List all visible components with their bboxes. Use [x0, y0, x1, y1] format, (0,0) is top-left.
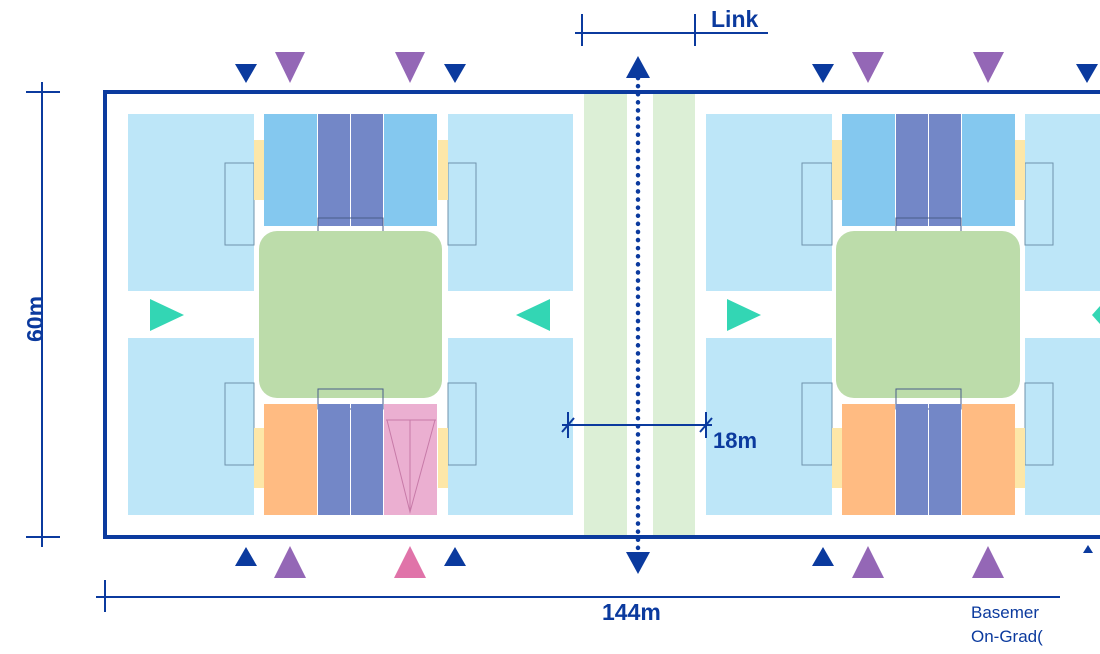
block-top-left: [706, 114, 832, 291]
width-label: 144m: [602, 599, 661, 625]
block-top-right: [1025, 114, 1100, 291]
courtyard: [259, 231, 442, 398]
corridor-strip-right: [653, 94, 695, 535]
corridor-dimension: [561, 412, 713, 438]
triangle-up-icon: [972, 546, 1004, 578]
top-unit-1: [264, 114, 317, 226]
triangle-up-icon: [235, 547, 257, 566]
top-unit-4: [384, 114, 437, 226]
arrow-up-icon: [626, 56, 650, 78]
block-top-right: [448, 114, 573, 291]
connector: [438, 140, 448, 200]
height-dimension: [26, 82, 60, 547]
arrow-down-icon: [626, 552, 650, 574]
connector: [254, 428, 264, 488]
triangle-up-icon: [812, 547, 834, 566]
link-dimension: [575, 14, 768, 46]
bottom-unit-1: [842, 404, 895, 515]
block-bottom-left: [128, 338, 254, 515]
bottom-unit-2: [896, 404, 928, 515]
corridor-strip-left: [584, 94, 627, 535]
block-top-left: [128, 114, 254, 291]
connector: [254, 140, 264, 200]
top-unit-4: [962, 114, 1015, 226]
module-left: [128, 114, 573, 515]
block-bottom-left: [706, 338, 832, 515]
block-bottom-right: [1025, 338, 1100, 515]
triangle-down-icon: [812, 64, 834, 83]
top-unit-3: [929, 114, 961, 226]
bottom-entry-markers: [235, 545, 1093, 578]
triangle-up-icon: [852, 546, 884, 578]
bottom-unit-4: [962, 404, 1015, 515]
bottom-unit-1: [264, 404, 317, 515]
corridor-width-label: 18m: [713, 428, 757, 453]
triangle-down-icon: [395, 52, 425, 83]
connector: [832, 140, 842, 200]
triangle-up-icon: [394, 546, 426, 578]
side-entry-markers: [150, 299, 1100, 331]
triangle-down-icon: [852, 52, 884, 83]
connector: [832, 428, 842, 488]
triangle-left-icon: [516, 299, 550, 331]
module-right: [706, 114, 1100, 515]
triangle-down-icon: [444, 64, 466, 83]
connector: [1015, 140, 1025, 200]
bottom-unit-3: [351, 404, 383, 515]
top-entry-markers: [235, 52, 1098, 83]
legend-on-grade: On-Grad(: [971, 627, 1043, 646]
triangle-down-icon: [235, 64, 257, 83]
bottom-unit-2: [318, 404, 350, 515]
legend-basement: Basemer: [971, 603, 1039, 622]
top-unit-3: [351, 114, 383, 226]
connector: [438, 428, 448, 488]
triangle-right-icon: [150, 299, 184, 331]
block-bottom-right: [448, 338, 573, 515]
triangle-up-icon: [444, 547, 466, 566]
courtyard: [836, 231, 1020, 398]
top-unit-2: [318, 114, 350, 226]
height-label: 60m: [22, 296, 48, 342]
bottom-unit-3: [929, 404, 961, 515]
connector: [1015, 428, 1025, 488]
width-dimension: [96, 580, 1060, 612]
triangle-up-icon: [1083, 545, 1093, 553]
triangle-left-icon: [1092, 306, 1100, 324]
triangle-right-icon: [727, 299, 761, 331]
top-unit-2: [896, 114, 928, 226]
triangle-up-icon: [274, 546, 306, 578]
triangle-down-icon: [275, 52, 305, 83]
top-unit-1: [842, 114, 895, 226]
link-label: Link: [711, 6, 758, 32]
triangle-down-icon: [1076, 64, 1098, 83]
triangle-down-icon: [973, 52, 1004, 83]
